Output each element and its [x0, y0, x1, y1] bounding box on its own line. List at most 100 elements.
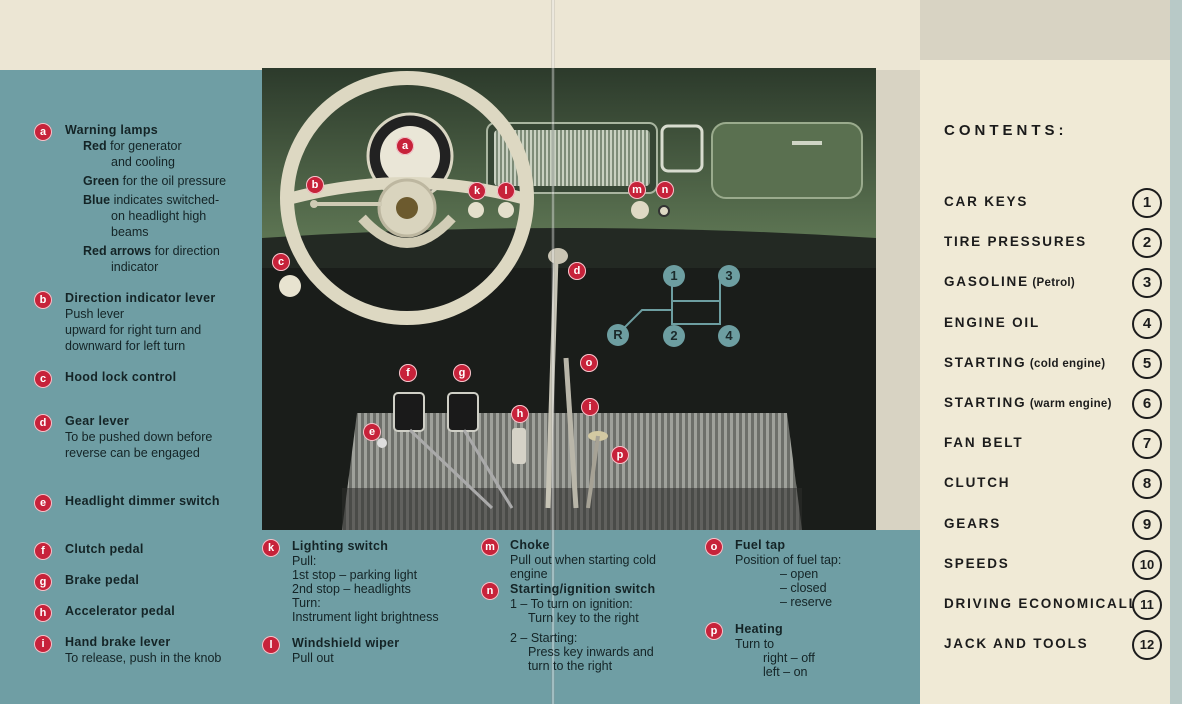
contents-panel: [920, 60, 1170, 704]
contents-item-title: JACK AND TOOLS: [944, 636, 1089, 652]
legend-marker-b: b: [34, 291, 52, 309]
contents-item-label: FAN BELT: [944, 435, 1023, 450]
contents-item-number: 10: [1132, 549, 1162, 580]
legend-line: 2 – Starting:: [510, 631, 578, 645]
legend-line: left – on: [763, 665, 808, 679]
legend-line: reverse can be engaged: [65, 445, 260, 461]
contents-item-title: ENGINE OIL: [944, 314, 1041, 330]
legend-heading: Choke: [510, 538, 550, 552]
legend-line: engine: [510, 567, 548, 581]
legend-line: Pull:: [292, 554, 317, 568]
contents-item-number: 7: [1132, 429, 1162, 460]
legend-heading: Brake pedal: [65, 573, 140, 587]
legend-heading: Starting/ignition switch: [510, 582, 656, 596]
photo-marker-b: b: [306, 176, 324, 194]
legend-line: – closed: [780, 581, 827, 595]
legend-line: 1st stop – parking light: [292, 568, 418, 582]
contents-item-2[interactable]: TIRE PRESSURES 2: [944, 228, 1162, 259]
legend-marker-m: m: [481, 538, 499, 556]
contents-item-6[interactable]: STARTING (warm engine) 6: [944, 389, 1162, 419]
legend-entry-c: Hood lock control: [65, 369, 260, 385]
contents-item-label: GASOLINE (Petrol): [944, 274, 1075, 289]
legend-heading: Gear lever: [65, 414, 130, 428]
contents-item-label: ENGINE OIL: [944, 315, 1040, 330]
legend-line: Green for the oil pressure: [65, 173, 260, 189]
legend-line: Position of fuel tap:: [735, 553, 842, 567]
contents-item-title: GEARS: [944, 515, 1002, 531]
contents-item-number: 4: [1132, 308, 1162, 339]
legend-heading: Warning lamps: [65, 123, 159, 137]
legend-text: for generator: [106, 139, 182, 153]
photo-marker-k: k: [468, 182, 486, 200]
legend-text: and cooling: [111, 155, 175, 169]
contents-item-title: STARTING: [944, 354, 1027, 370]
contents-item-number: 2: [1132, 228, 1162, 259]
contents-item-4[interactable]: ENGINE OIL 4: [944, 308, 1162, 339]
legend-line: Red for generator: [65, 138, 260, 154]
page-fold: [551, 0, 555, 704]
contents-item-title: GASOLINE: [944, 274, 1029, 290]
contents-title: CONTENTS:: [944, 122, 1068, 139]
legend-entry-f: Clutch pedal: [65, 541, 260, 557]
contents-item-label: TIRE PRESSURES: [944, 234, 1087, 249]
contents-item-8[interactable]: CLUTCH 8: [944, 469, 1162, 500]
legend-text: indicates switched-: [110, 193, 220, 207]
legend-marker-l: l: [262, 636, 280, 654]
legend-heading: Heating: [735, 622, 783, 636]
legend-heading: Hood lock control: [65, 370, 177, 384]
legend-heading: Lighting switch: [292, 539, 389, 553]
legend-line: downward for left turn: [65, 338, 260, 354]
photo-marker-g: g: [453, 364, 471, 382]
legend-text: reverse can be engaged: [65, 446, 200, 460]
contents-item-7[interactable]: FAN BELT 7: [944, 429, 1162, 460]
contents-item-number: 8: [1132, 469, 1162, 500]
contents-item-title: CLUTCH: [944, 475, 1011, 491]
contents-item-number: 6: [1132, 389, 1162, 419]
legend-marker-g: g: [34, 573, 52, 591]
photo-marker-c: c: [272, 253, 290, 271]
legend-line: Red arrows for direction: [65, 243, 260, 259]
legend-line: beams: [65, 224, 260, 240]
gear-position-R: R: [607, 324, 629, 346]
contents-item-number: 5: [1132, 348, 1162, 379]
legend-marker-d: d: [34, 414, 52, 432]
contents-item-label: GEARS: [944, 516, 1001, 531]
legend-heading: Clutch pedal: [65, 542, 144, 556]
contents-item-number: 1: [1132, 188, 1162, 218]
legend-line: To release, push in the knob: [65, 650, 260, 666]
contents-item-title: STARTING: [944, 395, 1027, 410]
legend-line: To be pushed down before: [65, 429, 260, 445]
contents-item-label: STARTING (cold engine): [944, 355, 1105, 370]
legend-line: Turn:: [292, 596, 321, 610]
contents-item-title: TIRE PRESSURES: [944, 234, 1087, 250]
legend-line: Instrument light brightness: [292, 610, 439, 624]
legend-marker-e: e: [34, 494, 52, 512]
legend-line: Pull out: [292, 651, 334, 665]
legend-marker-h: h: [34, 604, 52, 622]
legend-marker-a: a: [34, 123, 52, 141]
photo-marker-l: l: [497, 182, 515, 200]
legend-line: right – off: [763, 651, 815, 665]
legend-line: – open: [780, 567, 819, 581]
contents-item-note: (warm engine): [1026, 398, 1112, 410]
contents-item-3[interactable]: GASOLINE (Petrol) 3: [944, 268, 1162, 299]
legend-line: Push lever: [65, 306, 260, 322]
legend-entry-h: Accelerator pedal: [65, 603, 260, 619]
contents-item-5[interactable]: STARTING (cold engine) 5: [944, 348, 1162, 379]
contents-item-label: DRIVING ECONOMICALLY: [944, 596, 1148, 611]
legend-text: To release, push in the knob: [65, 651, 222, 665]
photo-marker-o: o: [580, 354, 598, 372]
contents-item-number: 3: [1132, 268, 1162, 299]
